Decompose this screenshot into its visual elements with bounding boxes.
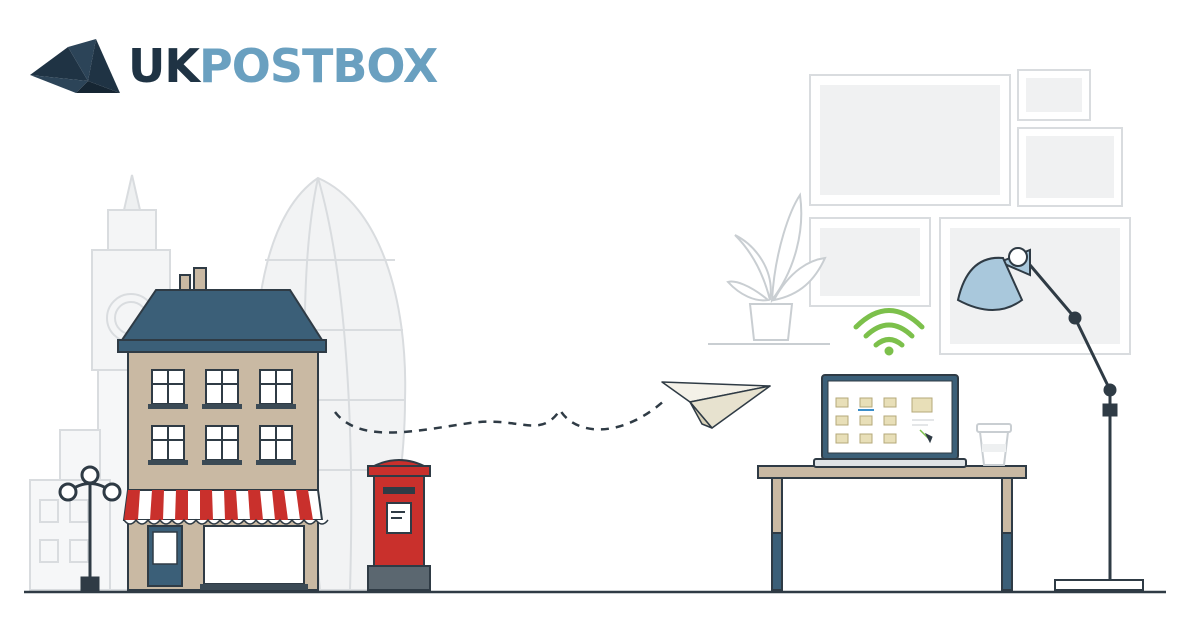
laptop-icon xyxy=(813,374,967,468)
shop-building-icon xyxy=(117,267,329,591)
picture-frames-icon xyxy=(809,69,1131,355)
desk-lamp-icon xyxy=(956,247,1144,591)
wifi-icon xyxy=(853,308,925,356)
paper-plane-icon xyxy=(661,381,771,429)
logo-wordmark: UKPOSTBOX xyxy=(128,43,438,89)
plant-icon xyxy=(708,192,830,345)
logo-text-postbox: POSTBOX xyxy=(199,39,438,93)
coffee-cup-icon xyxy=(976,423,1012,466)
logo-mark-icon xyxy=(30,39,120,93)
desk-icon xyxy=(757,465,1027,591)
red-postbox-icon xyxy=(367,459,431,591)
brand-logo[interactable]: UKPOSTBOX xyxy=(30,38,438,94)
flight-path xyxy=(334,399,666,434)
street-lamp-icon xyxy=(58,465,122,592)
logo-text-uk: UK xyxy=(128,39,200,93)
